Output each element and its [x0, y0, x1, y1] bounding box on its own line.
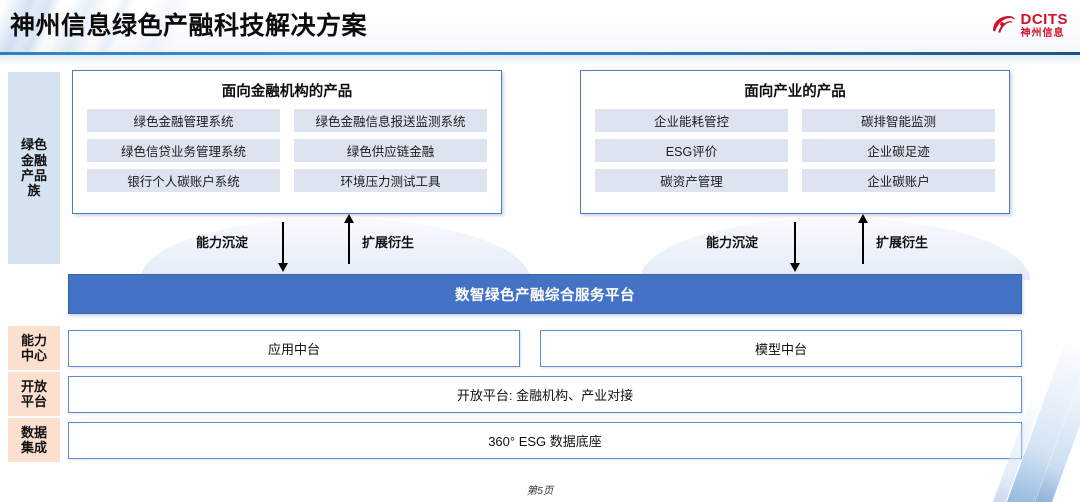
sidebar-item-label: 绿色金融产品族 — [20, 137, 47, 199]
arrow-down-icon — [790, 222, 800, 272]
flow-label-extend: 扩展衍生 — [876, 235, 929, 250]
capability-box-model[interactable]: 模型中台 — [540, 330, 1022, 367]
arrow-up-icon — [344, 214, 354, 264]
sidebar-item-3[interactable]: 数据集成 — [8, 418, 60, 462]
open-platform-box[interactable]: 开放平台: 金融机构、产业对接 — [68, 376, 1022, 413]
dcits-swirl-icon — [990, 12, 1016, 38]
sidebar-item-label: 能力中心 — [20, 332, 47, 363]
data-layer-box[interactable]: 360° ESG 数据底座 — [68, 422, 1022, 459]
panel-financial-institutions: 面向金融机构的产品 绿色金融管理系统 绿色金融信息报送监测系统 绿色信贷业务管理… — [72, 70, 502, 214]
flow-label-deposit: 能力沉淀 — [196, 235, 249, 250]
header-divider — [0, 52, 1080, 55]
product-tile[interactable]: 银行个人碳账户系统 — [87, 169, 280, 192]
arrow-up-icon — [858, 214, 868, 264]
arrow-down-icon — [278, 222, 288, 272]
product-tile[interactable]: 绿色金融信息报送监测系统 — [294, 109, 487, 132]
sidebar-item-label: 数据集成 — [20, 424, 47, 455]
sidebar-item-1[interactable]: 能力中心 — [8, 326, 60, 370]
product-tile[interactable]: 绿色金融管理系统 — [87, 109, 280, 132]
product-tile[interactable]: 碳排智能监测 — [802, 109, 995, 132]
panel-tile-grid: 绿色金融管理系统 绿色金融信息报送监测系统 绿色信贷业务管理系统 绿色供应链金融… — [73, 109, 501, 204]
product-tile[interactable]: 绿色供应链金融 — [294, 139, 487, 162]
panel-tile-grid: 企业能耗管控 碳排智能监测 ESG评价 企业碳足迹 碳资产管理 企业碳账户 — [581, 109, 1009, 204]
product-tile[interactable]: 碳资产管理 — [595, 169, 788, 192]
slide-header: 神州信息绿色产融科技解决方案 DCITS 神州信息 — [0, 0, 1080, 52]
sidebar-item-2[interactable]: 开放平台 — [8, 372, 60, 416]
product-tile[interactable]: 企业碳账户 — [802, 169, 995, 192]
panel-industry: 面向产业的产品 企业能耗管控 碳排智能监测 ESG评价 企业碳足迹 碳资产管理 … — [580, 70, 1010, 214]
product-tile[interactable]: 企业碳足迹 — [802, 139, 995, 162]
panel-title: 面向产业的产品 — [744, 84, 846, 100]
page-title: 神州信息绿色产融科技解决方案 — [10, 12, 368, 40]
page-number: 第5页 — [526, 485, 554, 497]
ribbon-stripe — [1024, 362, 1080, 502]
product-tile[interactable]: ESG评价 — [595, 139, 788, 162]
product-tile[interactable]: 企业能耗管控 — [595, 109, 788, 132]
logo-text-en: DCITS — [1020, 10, 1068, 28]
logo-text-cn: 神州信息 — [1020, 27, 1065, 39]
flow-dome-decoration — [640, 218, 1030, 280]
sidebar-item-label: 开放平台 — [20, 378, 47, 409]
product-tile[interactable]: 环境压力测试工具 — [294, 169, 487, 192]
platform-bar[interactable]: 数智绿色产融综合服务平台 — [68, 274, 1022, 314]
flow-label-extend: 扩展衍生 — [362, 235, 415, 250]
panel-title: 面向金融机构的产品 — [221, 84, 353, 100]
sidebar-item-0[interactable]: 绿色金融产品族 — [8, 72, 60, 264]
flow-label-deposit: 能力沉淀 — [706, 235, 759, 250]
header-divider-glow — [0, 55, 1080, 65]
capability-box-application[interactable]: 应用中台 — [68, 330, 520, 367]
product-tile[interactable]: 绿色信贷业务管理系统 — [87, 139, 280, 162]
company-logo: DCITS 神州信息 — [990, 8, 1069, 42]
